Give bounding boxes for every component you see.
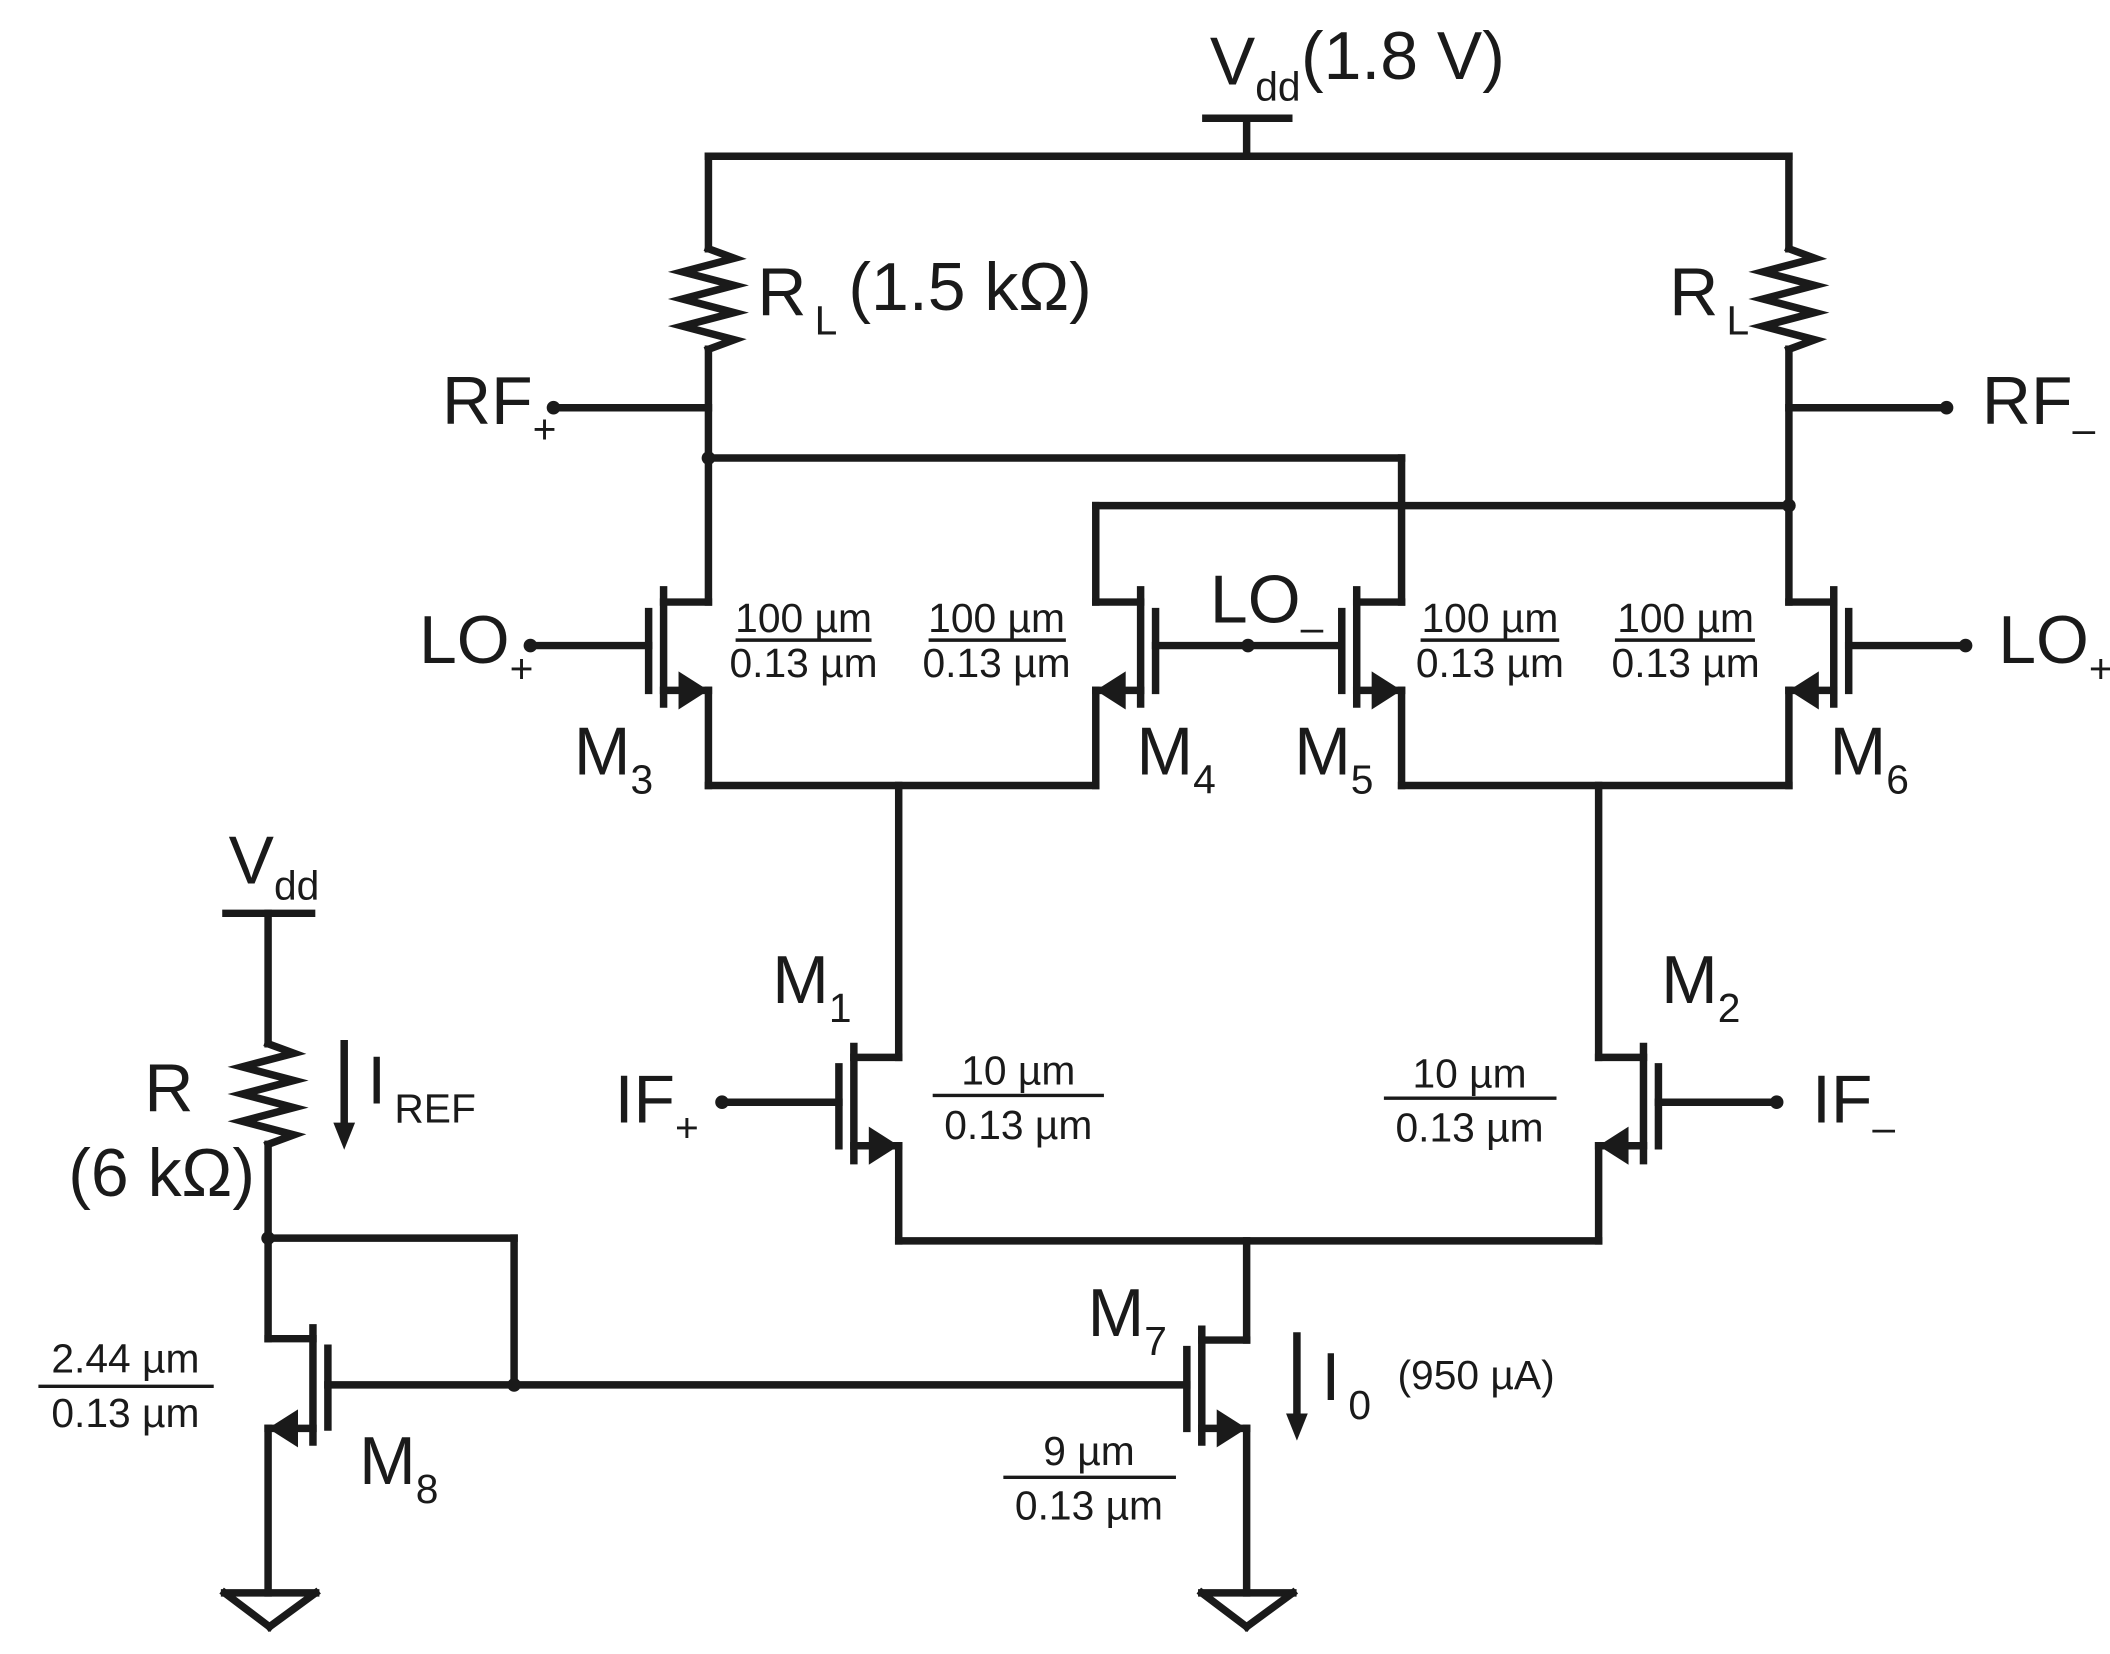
ground-symbol-left [219, 1587, 321, 1633]
quad-tail-wires [704, 781, 1793, 1062]
transistor-m4 [1092, 586, 1345, 790]
m6-width: 100 µm [1617, 595, 1754, 641]
m8-width: 2.44 µm [51, 1336, 199, 1382]
m1-width: 10 µm [961, 1048, 1075, 1094]
m8-length: 0.13 µm [51, 1390, 199, 1436]
vdd-bias-label: Vdd [229, 822, 320, 908]
vdd-value: (1.8 V) [1301, 18, 1505, 94]
m3-length: 0.13 µm [730, 640, 878, 686]
vdd-label: Vdd [1210, 23, 1301, 109]
ground-symbol-right [1196, 1587, 1299, 1633]
m2-label: M2 [1661, 942, 1740, 1031]
m5-width: 100 µm [1422, 595, 1559, 641]
m7-width: 9 µm [1043, 1428, 1134, 1474]
m3-label: M3 [574, 714, 653, 803]
m6-label: M6 [1830, 714, 1909, 803]
bias-resistor-value: (6 kΩ) [68, 1135, 255, 1211]
transistor-m8 [264, 1324, 332, 1597]
rf-plus-node [546, 345, 1406, 606]
load-resistor-right [1748, 243, 1830, 355]
lo-plus-left-label: LO+ [419, 602, 533, 691]
m4-width: 100 µm [928, 595, 1065, 641]
bias-resistor [227, 1038, 309, 1150]
m1-length: 0.13 µm [944, 1102, 1092, 1148]
m2-width: 10 µm [1412, 1050, 1526, 1096]
iref-arrow [333, 1040, 356, 1150]
m4-label: M4 [1137, 714, 1216, 803]
m7-length: 0.13 µm [1015, 1482, 1163, 1528]
load-left-value: (1.5 kΩ) [848, 249, 1091, 325]
transistor-m2 [1594, 1042, 1784, 1245]
m8-label: M8 [359, 1423, 438, 1512]
transistor-m3 [523, 586, 713, 790]
m1-label: M1 [772, 942, 851, 1031]
rf-plus-label: RF+ [442, 363, 556, 452]
m6-length: 0.13 µm [1612, 640, 1760, 686]
bias-resistor-label: R [144, 1051, 193, 1127]
m3-width: 100 µm [735, 595, 872, 641]
transistor-m7 [1183, 1325, 1251, 1597]
m5-label: M5 [1294, 714, 1373, 803]
rf-minus-node [1092, 345, 1954, 606]
m7-label: M7 [1088, 1275, 1167, 1364]
lo-plus-right-label: LO+ [1998, 602, 2110, 691]
m2-length: 0.13 µm [1395, 1105, 1543, 1151]
if-minus-label: IF– [1812, 1062, 1895, 1151]
if-plus-label: IF+ [615, 1062, 699, 1151]
pair-tail-wire [894, 1237, 1603, 1344]
m4-length: 0.13 µm [922, 640, 1070, 686]
bias-mirror-wires [261, 1140, 1191, 1392]
load-resistor-left [667, 243, 749, 355]
i0-arrow [1286, 1332, 1308, 1441]
transistor-m1 [715, 1042, 903, 1245]
m5-length: 0.13 µm [1416, 640, 1564, 686]
i0-value: (950 µA) [1397, 1352, 1554, 1398]
transistor-m5 [1241, 586, 1406, 790]
vdd-top-rail [704, 114, 1793, 253]
rf-minus-label: RF– [1982, 363, 2096, 452]
lo-minus-label: LO– [1210, 561, 1324, 650]
dimension-bars [38, 638, 1755, 1480]
vdd-bias-rail [222, 909, 316, 1048]
transistor-m6 [1785, 586, 1973, 790]
